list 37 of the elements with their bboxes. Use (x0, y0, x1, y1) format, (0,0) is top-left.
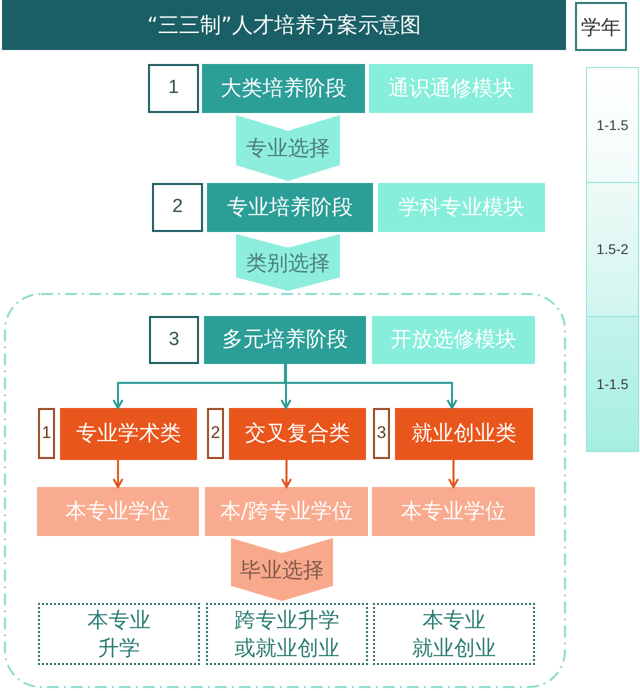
year-segment: 1.5-2 (586, 183, 639, 317)
stage-box: 专业培养阶段 (207, 183, 373, 232)
step-number-box: 1 (148, 64, 199, 113)
edge-label: 类别选择 (246, 250, 330, 274)
arrow (448, 460, 459, 488)
year-segment: 1-1.5 (586, 317, 639, 452)
group-frame (4, 293, 566, 688)
module-box: 通识通修模块 (369, 64, 533, 113)
track-number-box: 2 (207, 408, 224, 459)
track-number-box: 1 (38, 408, 55, 459)
stage-box: 大类培养阶段 (202, 64, 365, 113)
step-number-box: 2 (152, 183, 203, 232)
track-box: 交叉复合类 (229, 408, 366, 460)
track-box: 专业学术类 (60, 408, 197, 460)
arrow (281, 460, 292, 488)
edge-label: 专业选择 (246, 136, 330, 160)
outcome-box: 本专业升学 (38, 603, 200, 665)
track-number-box: 3 (373, 408, 390, 459)
module-box: 开放选修模块 (372, 316, 535, 364)
year-segment: 1-1.5 (586, 67, 639, 183)
arrow (112, 460, 124, 488)
step-number-box: 3 (149, 316, 199, 364)
outcome-box: 跨专业升学或就业创业 (206, 603, 368, 665)
chevron-arrow (236, 234, 340, 291)
year-header: 学年 (575, 2, 627, 51)
degree-box: 本专业学位 (37, 487, 199, 536)
degree-box: 本专业学位 (372, 487, 535, 536)
chevron-arrow (231, 538, 333, 601)
stage-box: 多元培养阶段 (204, 316, 366, 364)
arrow (280, 364, 292, 409)
track-box: 就业创业类 (395, 408, 533, 460)
module-box: 学科专业模块 (378, 183, 545, 232)
chevron-arrow (236, 115, 340, 181)
degree-box: 本/跨专业学位 (205, 487, 368, 536)
outcome-box: 本专业就业创业 (373, 603, 535, 665)
edge-label: 毕业选择 (240, 558, 324, 582)
title-banner: “三三制”人才培养方案示意图 (2, 0, 566, 50)
